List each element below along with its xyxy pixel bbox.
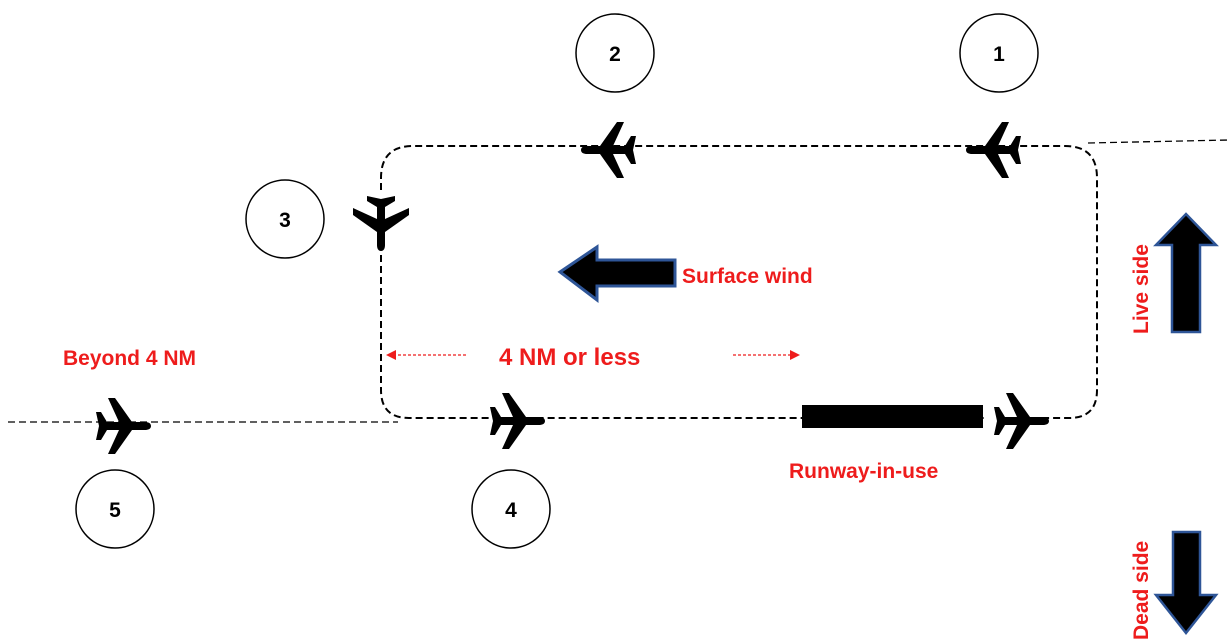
position-number-1: 1	[993, 43, 1005, 66]
airplane-icon-3	[353, 196, 409, 251]
airplane-icon-5	[96, 398, 151, 454]
airplane-icon-2	[581, 122, 636, 178]
dead-side-label: Dead side	[1130, 541, 1153, 640]
distance-label: 4 NM or less	[499, 344, 640, 371]
position-circle-4	[471, 469, 551, 549]
position-number-3: 3	[279, 209, 291, 232]
position-number-4: 4	[505, 499, 517, 522]
live-side-up-arrow-icon	[1153, 212, 1219, 334]
airplane-icon-touchdown	[994, 393, 1049, 449]
position-circle-1	[959, 13, 1039, 93]
surface-wind-label: Surface wind	[682, 265, 813, 288]
runway	[802, 405, 983, 428]
distance-arrowhead-left	[386, 350, 396, 360]
downwind-extension	[1087, 139, 1229, 144]
position-circle-5	[75, 469, 155, 549]
circuit-path	[380, 145, 1098, 419]
position-circle-3	[245, 179, 325, 259]
circuit-path-final	[380, 255, 985, 419]
beyond-label: Beyond 4 NM	[63, 347, 196, 370]
distance-arrowhead-right	[790, 350, 800, 360]
airplane-icon-4	[490, 393, 545, 449]
wind-left-arrow-icon	[557, 244, 677, 304]
runway-label: Runway-in-use	[789, 460, 938, 483]
position-number-5: 5	[109, 499, 121, 522]
live-side-label: Live side	[1130, 244, 1153, 334]
dead-side-down-arrow-icon	[1153, 530, 1219, 636]
airplane-icon-1	[966, 122, 1021, 178]
position-circle-2	[575, 13, 655, 93]
position-number-2: 2	[609, 43, 621, 66]
